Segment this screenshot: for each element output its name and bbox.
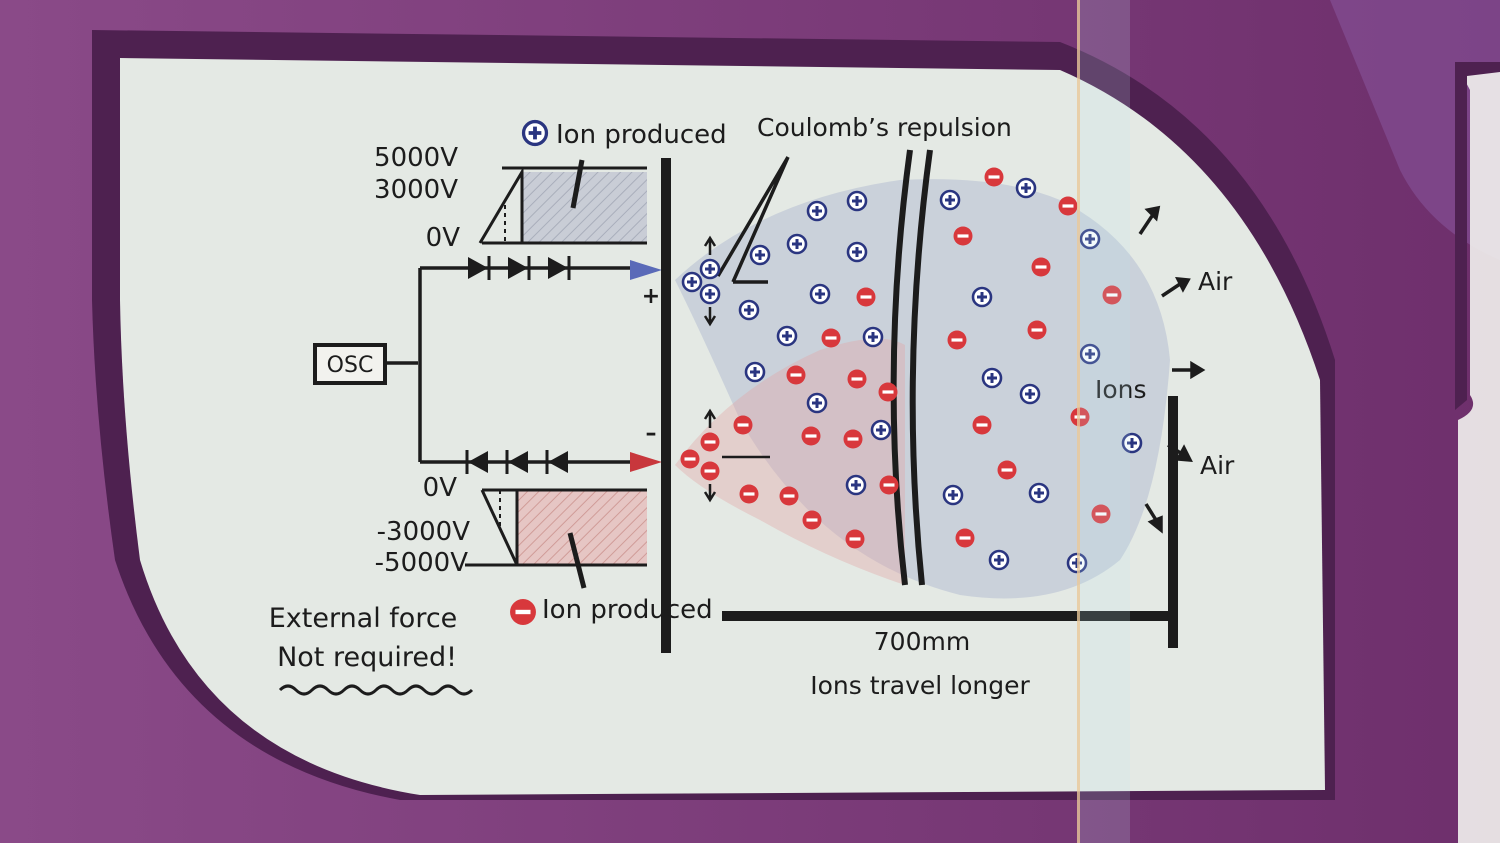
ions-label: Ions: [1095, 375, 1147, 404]
minus-sign: –: [646, 421, 657, 446]
external-force-line1: External force: [269, 603, 458, 634]
positive-ion-cluster: [681, 235, 721, 327]
voltage-0-top: 0V: [426, 223, 461, 253]
positive-emitter-arrow: [630, 260, 662, 280]
air-label-top: Air: [1198, 267, 1233, 296]
air-label-bottom: Air: [1200, 451, 1235, 480]
negative-diodes: [465, 450, 568, 474]
voltage-3000: 3000V: [374, 175, 458, 205]
glass-seam: [1077, 0, 1080, 843]
distance-label: 700mm: [874, 627, 970, 656]
negative-waveform-fill: [517, 490, 647, 565]
negative-ion-cloud: [675, 338, 905, 585]
coulomb-pointer: [716, 156, 790, 284]
adjacent-panel-frame: [1455, 62, 1500, 410]
ion-produced-positive-label: Ion produced: [556, 120, 727, 150]
voltage-neg-3000: -3000V: [377, 517, 471, 547]
ion-produced-negative-label: Ion produced: [542, 595, 713, 625]
voltage-5000: 5000V: [374, 143, 458, 173]
distance-bar: [722, 611, 1172, 621]
emitter-plate: [661, 158, 671, 653]
coulomb-label: Coulomb’s repulsion: [757, 113, 1012, 142]
plus-sign: +: [642, 284, 660, 309]
travel-label: Ions travel longer: [810, 671, 1030, 700]
positive-diodes: [468, 256, 571, 280]
negative-emitter-arrow: [630, 452, 662, 472]
osc-label: OSC: [327, 353, 374, 378]
positive-waveform-fill: [522, 172, 647, 244]
circuit-wires: [385, 266, 630, 464]
negative-ion-cluster: [679, 408, 770, 503]
voltage-neg-5000: -5000V: [375, 548, 469, 578]
glass-reflection: [1080, 0, 1130, 843]
external-force-line2: Not required!: [277, 642, 457, 673]
air-arrows: [1138, 205, 1206, 534]
squiggle-underline: [278, 684, 474, 696]
adjacent-panel: [1455, 62, 1500, 843]
target-plate: [1168, 396, 1178, 648]
diagram-panel: [120, 58, 1325, 795]
repulsion-barrier: [890, 149, 933, 586]
voltage-0-bottom: 0V: [423, 473, 458, 503]
